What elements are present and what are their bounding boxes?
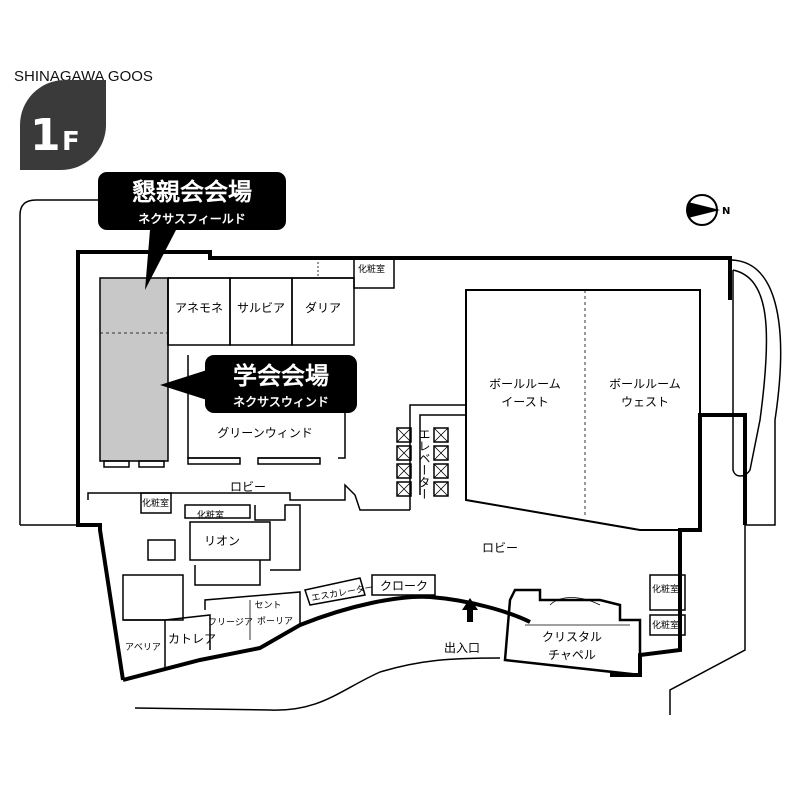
callout-conference-subtitle: ネクサスウィンド [233, 395, 329, 409]
label-ballroom-east-1: ボールルーム [489, 377, 561, 391]
restroom-right-a: 化粧室 [652, 583, 679, 595]
label-lobby-main: ロビー [482, 541, 518, 555]
restroom-top: 化粧室 [358, 263, 385, 275]
floor-letter: F [62, 127, 80, 157]
label-ballroom-west-1: ボールルーム [609, 377, 681, 391]
label-cattleya: カトレア [168, 632, 216, 646]
floor-badge: 1 F [20, 80, 106, 170]
callout-conference-box [205, 355, 357, 413]
callout-reception-box [98, 172, 286, 230]
restroom-left-a: 化粧室 [142, 497, 169, 509]
label-centpaulia-1: セント [254, 600, 281, 611]
label-salvia: サルビア [237, 301, 285, 315]
label-chapel-2: チャペル [548, 648, 596, 662]
nexus-field-venue [99, 277, 169, 468]
nexus-field-area [99, 277, 169, 462]
compass-arrow-icon [688, 202, 720, 218]
label-anemone: アネモネ [175, 301, 223, 315]
label-dahlia: ダリア [305, 300, 341, 315]
label-aberia: アベリア [125, 643, 161, 653]
callout-reception-title: 懇親会会場 [132, 178, 252, 206]
elevator-icon [396, 427, 449, 497]
right-inner-wall [610, 413, 747, 677]
escalator-cloak: エスカレーター クローク [304, 574, 436, 606]
elevator-bank: エレベーター [396, 404, 466, 510]
callout-conference: 学会会場 ネクサスウィンド [160, 355, 357, 413]
label-entrance: 出入口 [444, 641, 480, 655]
outer-right-wall [669, 259, 782, 715]
label-freesia: フリージア [208, 618, 253, 628]
floor-number: 1 [30, 110, 61, 161]
label-escalator: エスカレーター [311, 582, 375, 604]
label-ballroom-west-2: ウェスト [621, 395, 669, 409]
compass-label: N [722, 206, 730, 217]
label-ballroom-east-2: イースト [501, 395, 548, 409]
venue-name: SHINAGAWA GOOS [14, 68, 153, 85]
label-centpaulia-2: ポーリア [257, 616, 293, 627]
label-lobby-upper: ロビー [230, 480, 266, 494]
entrance-arrow-icon [462, 598, 478, 622]
room-rion [189, 521, 271, 561]
label-green-wind: グリーンウィンド [217, 426, 312, 440]
crystal-chapel: クリスタル チャペル [503, 588, 642, 677]
callout-reception: 懇親会会場 ネクサスフィールド [98, 172, 286, 290]
callout-conference-title: 学会会場 [233, 362, 329, 390]
bottom-outline [134, 657, 501, 711]
south-rooms: アベリア カトレア フリージア セント ポーリア [123, 591, 301, 670]
south-wall [122, 594, 531, 682]
compass: N [686, 194, 730, 226]
restroom-left-b: 化粧室 [197, 509, 224, 521]
outer-left-wall [19, 199, 100, 525]
callout-reception-subtitle: ネクサスフィールド [138, 212, 246, 226]
ballroom: ボールルーム イースト ボールルーム ウェスト [465, 289, 701, 531]
label-cloak: クローク [380, 579, 428, 593]
label-chapel-1: クリスタル [542, 630, 602, 644]
restroom-right-b: 化粧室 [652, 619, 679, 631]
main-wall-left [78, 523, 125, 681]
entrance: 出入口 [444, 598, 480, 655]
meeting-rooms-top: アネモネ サルビア ダリア 化粧室 [167, 257, 395, 346]
right-restrooms: 化粧室 化粧室 [649, 574, 686, 636]
label-elevator: エレベーター [417, 428, 431, 500]
label-rion: リオン [204, 534, 240, 548]
